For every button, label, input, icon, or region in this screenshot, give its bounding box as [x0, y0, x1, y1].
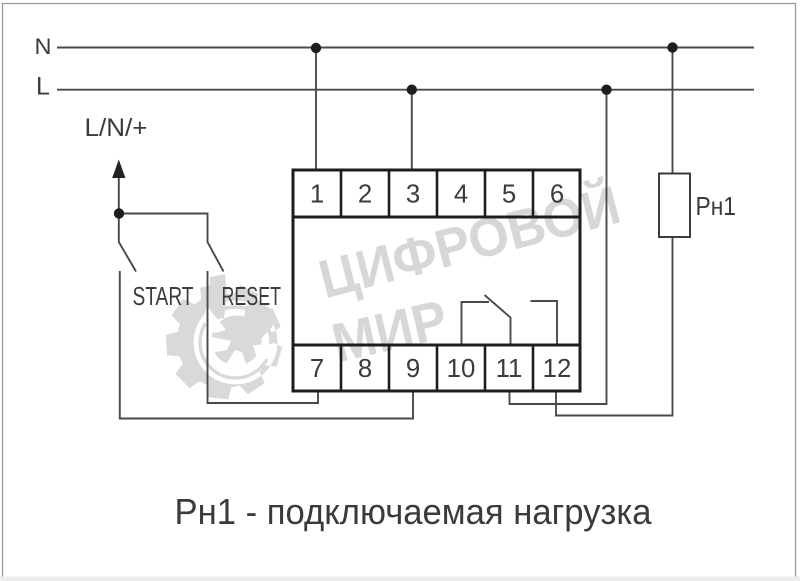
svg-text:L: L: [36, 73, 50, 101]
svg-text:7: 7: [310, 355, 324, 383]
svg-text:4: 4: [454, 180, 468, 208]
svg-text:START: START: [133, 281, 194, 311]
svg-text:1: 1: [310, 180, 324, 208]
svg-text:11: 11: [496, 355, 523, 383]
svg-text:6: 6: [550, 180, 564, 208]
svg-text:2: 2: [358, 180, 372, 208]
svg-text:12: 12: [543, 355, 572, 383]
svg-text:9: 9: [406, 355, 420, 383]
svg-text:8: 8: [358, 355, 372, 383]
svg-text:Рн1: Рн1: [696, 191, 737, 221]
svg-text:N: N: [35, 34, 52, 59]
svg-text:Рн1 - подключаемая нагрузка: Рн1 - подключаемая нагрузка: [175, 491, 653, 532]
svg-text:3: 3: [406, 180, 420, 208]
svg-text:10: 10: [447, 355, 476, 383]
svg-text:RESET: RESET: [222, 281, 282, 311]
svg-text:L/N/+: L/N/+: [85, 114, 148, 142]
svg-text:5: 5: [502, 180, 516, 208]
